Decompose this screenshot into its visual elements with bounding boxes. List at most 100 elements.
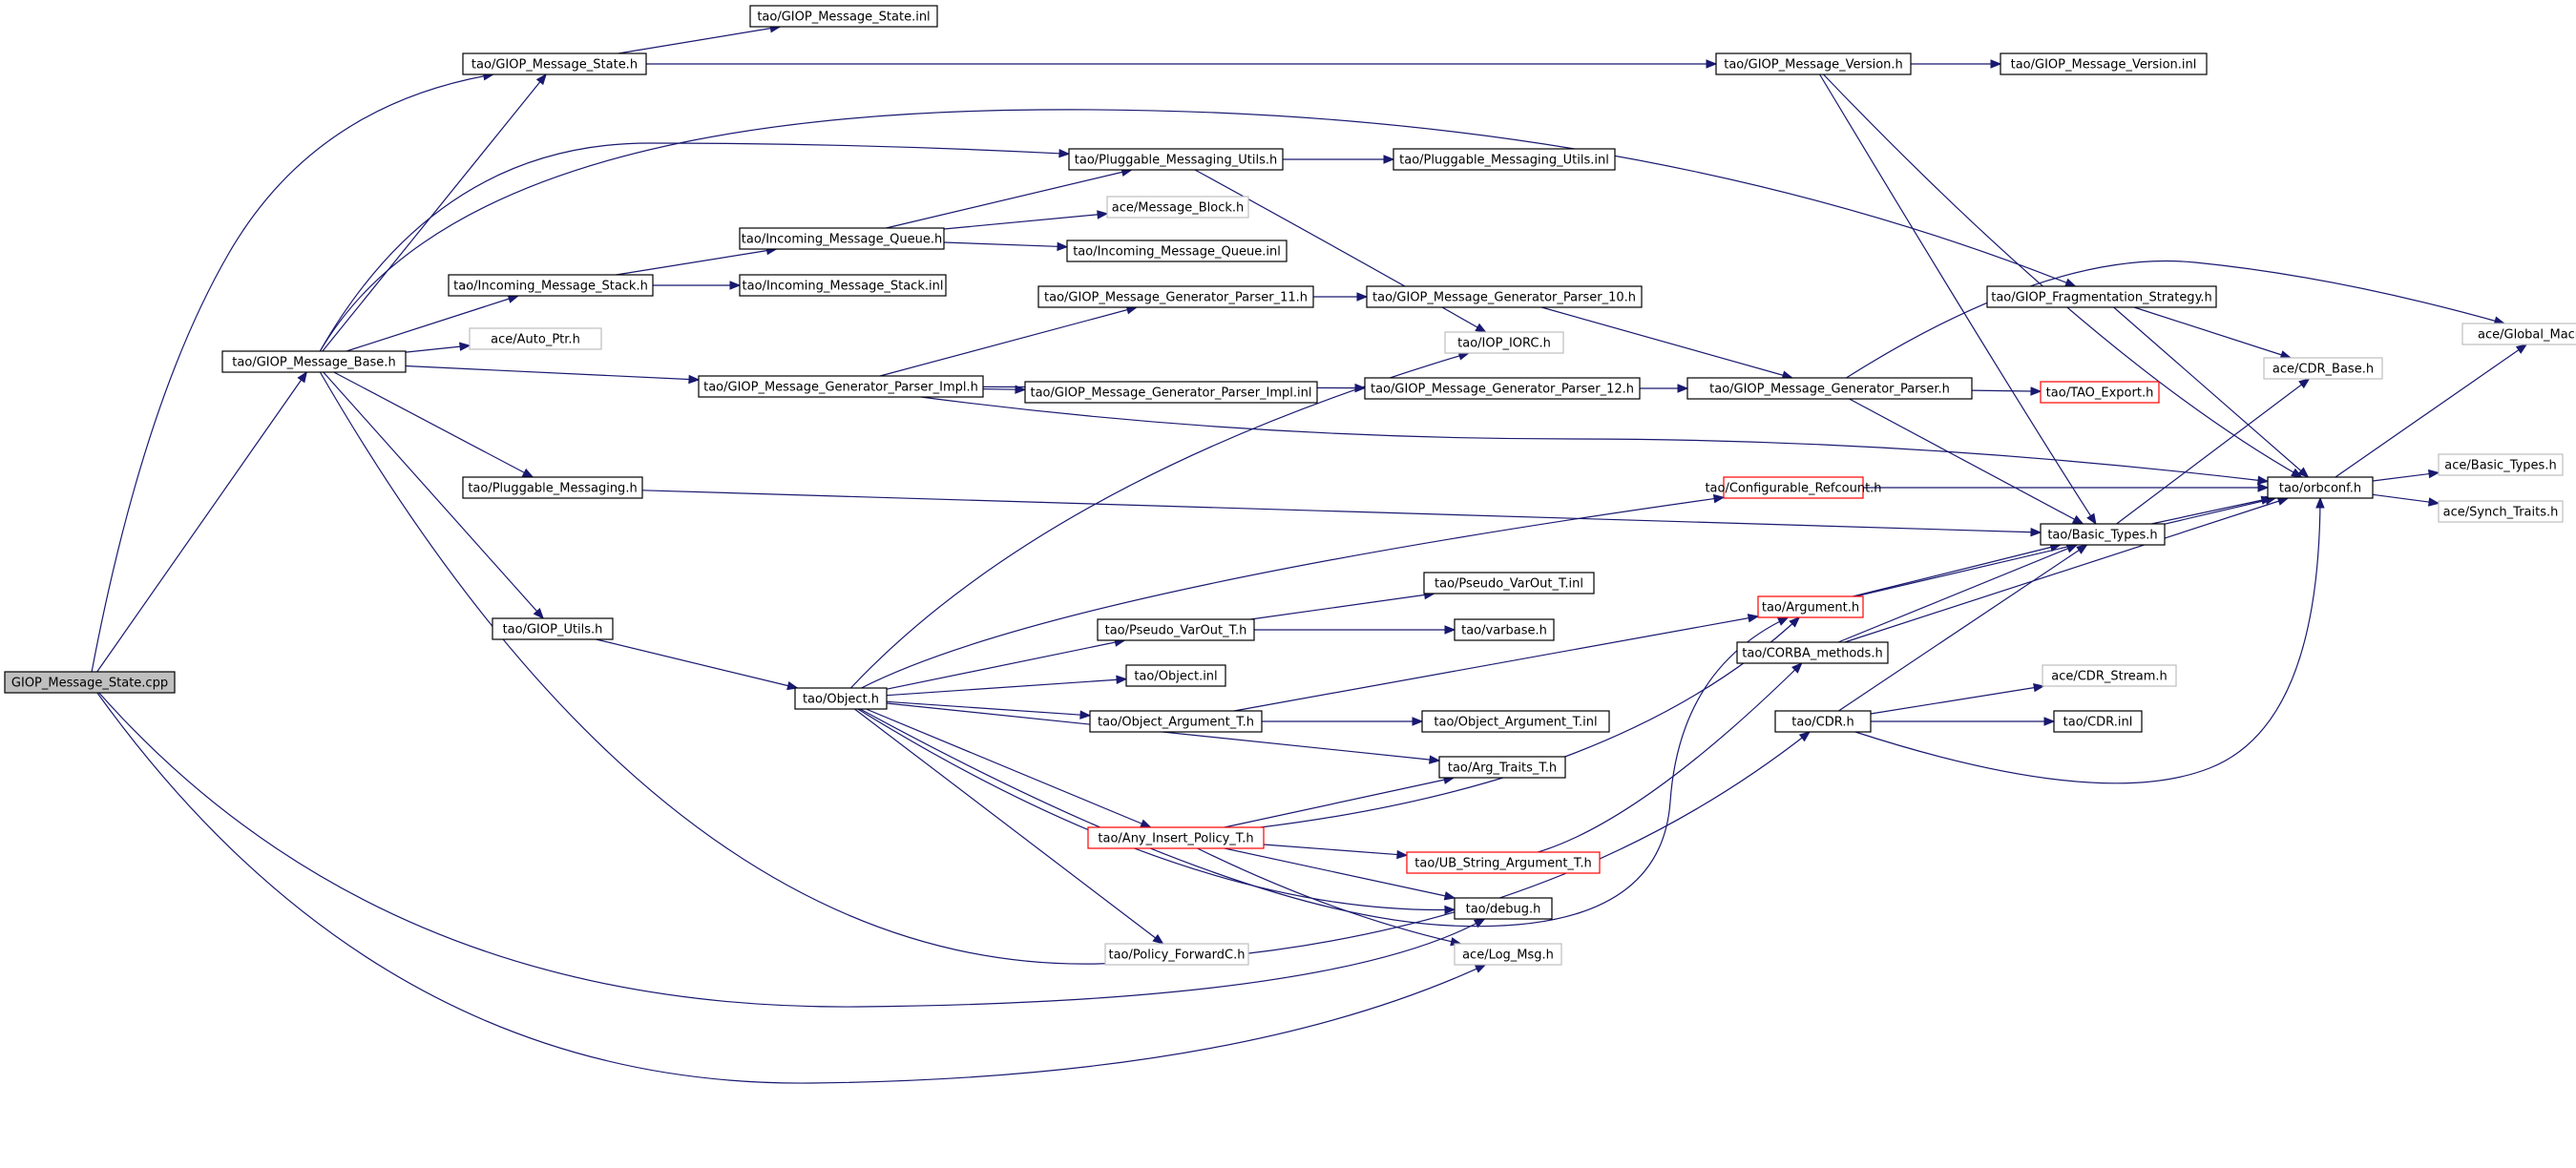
node-box[interactable] [1454,618,1555,641]
node-box[interactable] [1986,285,2217,308]
node-box[interactable] [1106,196,1249,219]
node-tao-giop-message-base-h[interactable]: tao/GIOP_Message_Base.h [221,350,407,373]
node-ace-cdr-base-h[interactable]: ace/CDR_Base.h [2263,357,2383,380]
node-box[interactable] [448,274,654,297]
node-box[interactable] [698,375,984,398]
node-box[interactable] [2042,664,2177,687]
node-box[interactable] [1066,240,1288,262]
node-box[interactable] [1393,148,1616,171]
node-box[interactable] [739,227,945,250]
node-box[interactable] [1089,710,1263,733]
node-box[interactable] [1715,52,1912,75]
node-box[interactable] [462,476,643,499]
node-box[interactable] [1366,285,1643,308]
node-box[interactable] [2438,500,2564,523]
node-tao-giop-message-generator-parser-10-h[interactable]: tao/GIOP_Message_Generator_Parser_10.h [1366,285,1643,308]
node-box[interactable] [749,5,938,28]
node-box[interactable] [4,671,176,694]
node-box[interactable] [1774,710,1872,733]
node-tao-incoming-message-stack-h[interactable]: tao/Incoming_Message_Stack.h [448,274,654,297]
node-tao-incoming-message-queue-h[interactable]: tao/Incoming_Message_Queue.h [739,227,945,250]
node-tao-cdr-inl[interactable]: tao/CDR.inl [2053,710,2143,733]
node-box[interactable] [1423,572,1595,594]
node-tao-giop-message-generator-parser-impl-h[interactable]: tao/GIOP_Message_Generator_Parser_Impl.h [698,375,984,398]
node-tao-giop-message-state-inl[interactable]: tao/GIOP_Message_State.inl [749,5,938,28]
node-tao-giop-message-generator-parser-12-h[interactable]: tao/GIOP_Message_Generator_Parser_12.h [1364,377,1641,400]
node-box[interactable] [469,327,602,350]
node-tao-pseudo-varout-t-h[interactable]: tao/Pseudo_VarOut_T.h [1097,618,1255,641]
node-tao-object-argument-t-inl[interactable]: tao/Object_Argument_T.inl [1421,710,1610,733]
node-tao-tao-export-h[interactable]: tao/TAO_Export.h [2040,381,2160,404]
node-box[interactable] [1454,897,1553,920]
node-tao-iop-iorc-h[interactable]: tao/IOP_IORC.h [1444,331,1564,354]
node-tao-giop-utils-h[interactable]: tao/GIOP_Utils.h [492,617,614,640]
node-box[interactable] [1454,943,1562,966]
node-tao-incoming-message-queue-inl[interactable]: tao/Incoming_Message_Queue.inl [1066,240,1288,262]
node-tao-pluggable-messaging-h[interactable]: tao/Pluggable_Messaging.h [462,476,643,499]
node-box[interactable] [2267,476,2374,499]
node-box[interactable] [1364,377,1641,400]
node-tao-basic-types-h[interactable]: tao/Basic_Types.h [2040,523,2166,546]
node-box[interactable] [1438,756,1566,779]
node-ace-message-block-h[interactable]: ace/Message_Block.h [1106,196,1249,219]
node-box[interactable] [2461,323,2576,345]
node-tao-orbconf-h[interactable]: tao/orbconf.h [2267,476,2374,499]
node-box[interactable] [2263,357,2383,380]
node-tao-configurable-refcount-h[interactable]: tao/Configurable_Refcount.h [1705,476,1882,499]
node-tao-incoming-message-stack-inl[interactable]: tao/Incoming_Message_Stack.inl [739,274,947,297]
node-tao-debug-h[interactable]: tao/debug.h [1454,897,1553,920]
node-tao-giop-message-version-inl[interactable]: tao/GIOP_Message_Version.inl [2000,52,2208,75]
node-box[interactable] [2040,381,2160,404]
node-giop-message-state-cpp[interactable]: GIOP_Message_State.cpp [4,671,176,694]
node-box[interactable] [1104,943,1249,966]
node-box[interactable] [2438,453,2564,476]
node-ace-basic-types-h[interactable]: ace/Basic_Types.h [2438,453,2564,476]
node-ace-cdr-stream-h[interactable]: ace/CDR_Stream.h [2042,664,2177,687]
node-box[interactable] [1125,664,1226,687]
node-tao-giop-fragmentation-strategy-h[interactable]: tao/GIOP_Fragmentation_Strategy.h [1986,285,2217,308]
node-box[interactable] [739,274,947,297]
node-tao-varbase-h[interactable]: tao/varbase.h [1454,618,1555,641]
node-tao-corba-methods-h[interactable]: tao/CORBA_methods.h [1736,641,1889,664]
node-tao-object-argument-t-h[interactable]: tao/Object_Argument_T.h [1089,710,1263,733]
node-tao-ub-string-argument-t-h[interactable]: tao/UB_String_Argument_T.h [1406,851,1601,874]
node-ace-auto-ptr-h[interactable]: ace/Auto_Ptr.h [469,327,602,350]
node-box[interactable] [1037,285,1314,308]
node-box[interactable] [1024,381,1318,404]
node-box[interactable] [1087,826,1265,849]
node-box[interactable] [794,687,888,710]
node-tao-object-inl[interactable]: tao/Object.inl [1125,664,1226,687]
node-tao-pluggable-messaging-utils-inl[interactable]: tao/Pluggable_Messaging_Utils.inl [1393,148,1616,171]
node-box[interactable] [2053,710,2143,733]
node-tao-object-h[interactable]: tao/Object.h [794,687,888,710]
node-box[interactable] [1757,595,1864,618]
node-box[interactable] [1406,851,1601,874]
node-tao-giop-message-generator-parser-impl-inl[interactable]: tao/GIOP_Message_Generator_Parser_Impl.i… [1024,381,1318,404]
node-tao-cdr-h[interactable]: tao/CDR.h [1774,710,1872,733]
node-ace-global-macros-h[interactable]: ace/Global_Macros.h [2461,323,2576,345]
node-tao-arg-traits-t-h[interactable]: tao/Arg_Traits_T.h [1438,756,1566,779]
node-ace-log-msg-h[interactable]: ace/Log_Msg.h [1454,943,1562,966]
node-box[interactable] [1444,331,1564,354]
node-box[interactable] [1686,377,1973,400]
node-box[interactable] [2040,523,2166,546]
node-tao-pseudo-varout-t-inl[interactable]: tao/Pseudo_VarOut_T.inl [1423,572,1595,594]
node-box[interactable] [1736,641,1889,664]
node-box[interactable] [1421,710,1610,733]
node-tao-any-insert-policy-t-h[interactable]: tao/Any_Insert_Policy_T.h [1087,826,1265,849]
node-box[interactable] [462,52,647,75]
node-tao-giop-message-generator-parser-h[interactable]: tao/GIOP_Message_Generator_Parser.h [1686,377,1973,400]
node-tao-pluggable-messaging-utils-h[interactable]: tao/Pluggable_Messaging_Utils.h [1068,148,1284,171]
node-box[interactable] [1097,618,1255,641]
node-ace-synch-traits-h[interactable]: ace/Synch_Traits.h [2438,500,2564,523]
node-box[interactable] [492,617,614,640]
node-tao-giop-message-version-h[interactable]: tao/GIOP_Message_Version.h [1715,52,1912,75]
node-tao-giop-message-state-h[interactable]: tao/GIOP_Message_State.h [462,52,647,75]
node-box[interactable] [2000,52,2208,75]
node-box[interactable] [221,350,407,373]
node-tao-giop-message-generator-parser-11-h[interactable]: tao/GIOP_Message_Generator_Parser_11.h [1037,285,1314,308]
node-box[interactable] [1068,148,1284,171]
node-tao-policy-forwardc-h[interactable]: tao/Policy_ForwardC.h [1104,943,1249,966]
node-box[interactable] [1723,476,1864,499]
node-tao-argument-h[interactable]: tao/Argument.h [1757,595,1864,618]
